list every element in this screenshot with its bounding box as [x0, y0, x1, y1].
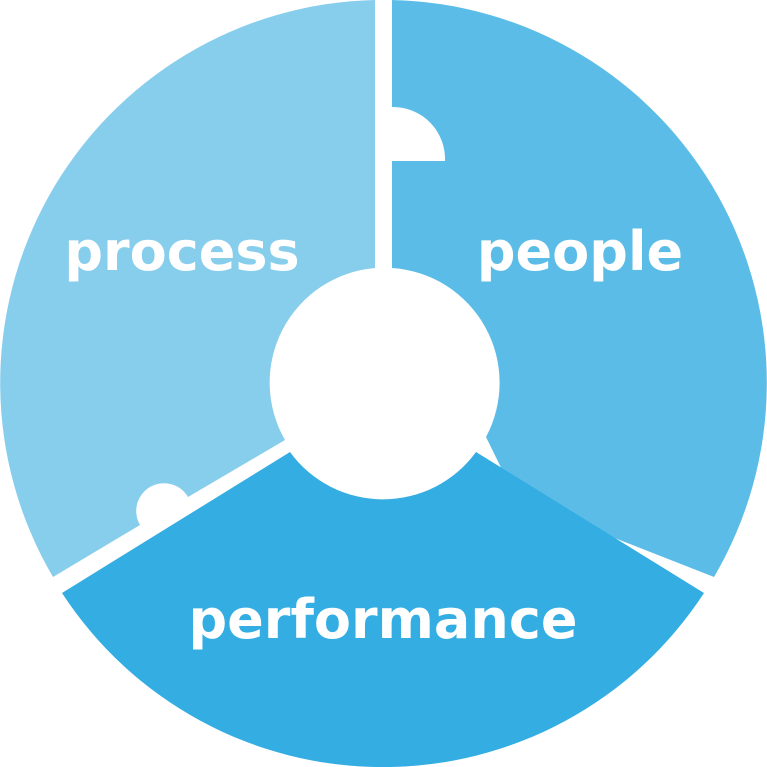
segment-performance	[62, 452, 704, 767]
segment-people	[392, 0, 767, 580]
segment-label-performance: performance	[189, 588, 578, 651]
segment-label-people: people	[477, 220, 683, 283]
segment-process	[0, 0, 375, 577]
segment-label-process: process	[64, 220, 299, 283]
label-group: process people performance	[64, 220, 683, 651]
